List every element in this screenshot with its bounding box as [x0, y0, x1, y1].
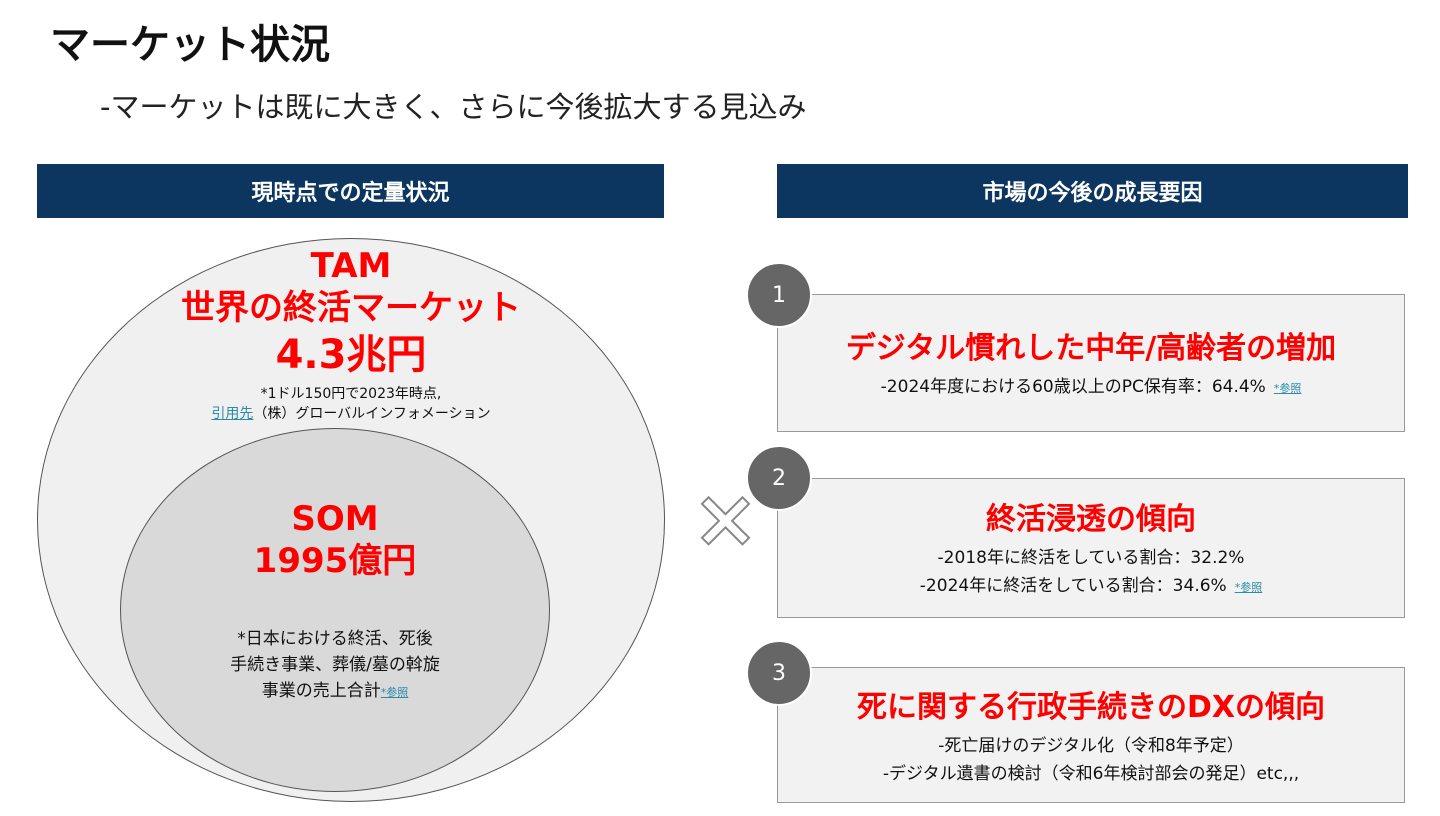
- source-link[interactable]: 引用先: [211, 406, 254, 422]
- tam-label: TAM: [310, 246, 392, 286]
- factor-title: 終活浸透の傾向: [986, 502, 1196, 537]
- som-label: SOM: [291, 499, 379, 539]
- factor-card-2: 終活浸透の傾向 -2018年に終活をしている割合：32.2% -2024年に終活…: [777, 478, 1405, 618]
- factor-line: -2024年に終活をしている割合：34.6%: [919, 576, 1227, 596]
- som-circle: [120, 428, 550, 792]
- number-badge-3: 3: [746, 640, 812, 706]
- page-title: マーケット状況: [50, 22, 330, 68]
- factor-card-1: デジタル慣れした中年/高齢者の増加 -2024年度における60歳以上のPC保有率…: [777, 294, 1405, 432]
- left-section-header: 現時点での定量状況: [37, 164, 664, 218]
- factor-line: -死亡届けのデジタル化（令和8年予定）: [938, 736, 1244, 756]
- factor-ref-link[interactable]: *参照: [1273, 382, 1302, 395]
- tam-name: 世界の終活マーケット: [181, 288, 521, 328]
- som-value: 1995億円: [253, 541, 417, 581]
- som-block: SOM 1995億円 *日本における終活、死後手続き事業、葬儀/墓の斡旋事業の売…: [120, 498, 550, 706]
- factor-title: デジタル慣れした中年/高齢者の増加: [845, 331, 1337, 366]
- som-note: *日本における終活、死後手続き事業、葬儀/墓の斡旋事業の売上合計: [230, 629, 440, 701]
- tam-value: 4.3兆円: [275, 332, 427, 378]
- page-subtitle: -マーケットは既に大きく、さらに今後拡大する見込み: [100, 90, 807, 124]
- source-text: （株）グローバルインフォメーション: [253, 406, 491, 422]
- factor-line: -2024年度における60歳以上のPC保有率：64.4%: [880, 377, 1266, 397]
- som-ref-link[interactable]: *参照: [380, 686, 409, 699]
- factor-card-3: 死に関する行政手続きのDXの傾向 -死亡届けのデジタル化（令和8年予定） -デジ…: [777, 667, 1405, 803]
- number-badge-2: 2: [746, 445, 812, 511]
- number-badge-1: 1: [746, 262, 812, 328]
- tam-block: TAM 世界の終活マーケット 4.3兆円 *1ドル150円で2023年時点, 引…: [37, 246, 665, 424]
- right-section-header: 市場の今後の成長要因: [777, 164, 1408, 218]
- tam-note: *1ドル150円で2023年時点,: [260, 386, 442, 402]
- factor-line: -デジタル遺書の検討（令和6年検討部会の発足）etc,,,: [882, 764, 1300, 784]
- factor-line: -2018年に終活をしている割合：32.2%: [937, 548, 1245, 568]
- factor-title: 死に関する行政手続きのDXの傾向: [856, 690, 1326, 725]
- factor-ref-link[interactable]: *参照: [1234, 581, 1263, 594]
